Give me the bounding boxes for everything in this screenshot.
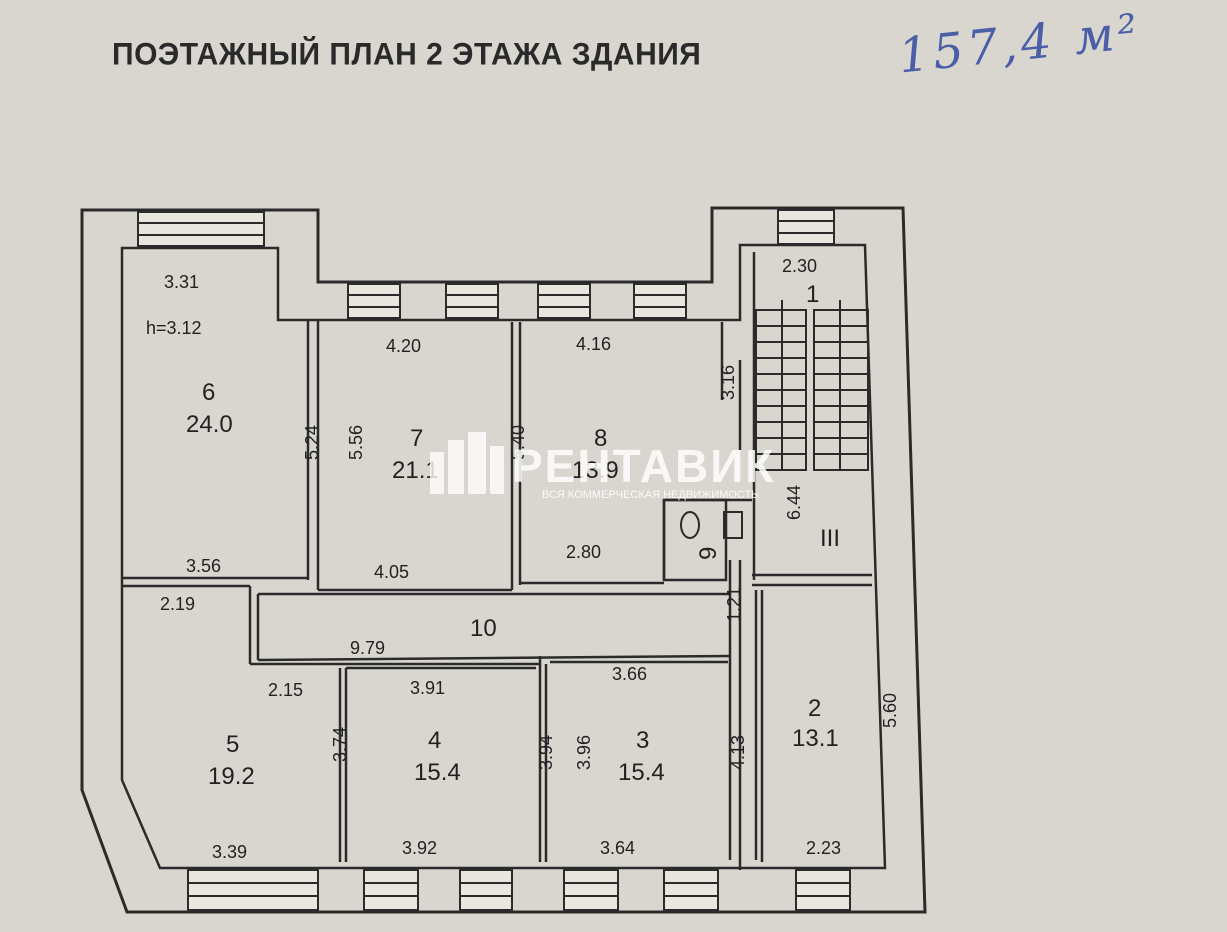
- room-number-7: 7: [410, 425, 423, 452]
- window: [445, 283, 499, 319]
- room-number-1: 1: [806, 281, 819, 308]
- watermark-brand: РЕНТАВИК: [512, 440, 775, 492]
- dim-4.20: 4.20: [386, 336, 421, 356]
- window: [459, 869, 513, 911]
- dim-3.91: 3.91: [410, 678, 445, 698]
- bathroom-fixtures: [680, 511, 743, 539]
- watermark: РЕНТАВИК ВСЯ КОММЕРЧЕСКАЯ НЕДВИЖИМОСТЬ: [430, 432, 775, 501]
- dim-9.79: 9.79: [350, 638, 385, 658]
- dim-3.64: 3.64: [600, 838, 635, 858]
- dim-3.39: 3.39: [212, 842, 247, 862]
- window: [187, 869, 319, 911]
- dim-4.05: 4.05: [374, 562, 409, 582]
- room-number-3: 3: [636, 727, 649, 754]
- dim-3.66: 3.66: [612, 664, 647, 684]
- room-number-8: 8: [594, 425, 607, 452]
- dim-4.13: 4.13: [728, 735, 748, 770]
- dim-3.56: 3.56: [186, 556, 221, 576]
- window: [663, 869, 719, 911]
- room-number-9: 9: [695, 547, 722, 560]
- room-number-5: 5: [226, 731, 239, 758]
- room-number-10: 10: [470, 615, 497, 642]
- dim-2.80: 2.80: [566, 542, 601, 562]
- dim-6.44: 6.44: [784, 485, 804, 520]
- room-area-8: 13.9: [572, 457, 619, 484]
- room-area-4: 15.4: [414, 759, 461, 786]
- room-number-4: 4: [428, 727, 441, 754]
- window: [795, 869, 851, 911]
- building-logo-icon: [430, 432, 504, 494]
- outer-wall: [80, 206, 927, 914]
- dim-1.21: 1.21: [724, 587, 744, 622]
- watermark-tagline: ВСЯ КОММЕРЧЕСКАЯ НЕДВИЖИМОСТЬ: [542, 489, 758, 501]
- dim-3.74: 3.74: [330, 727, 350, 762]
- sink-icon: [723, 511, 743, 539]
- room-area-6: 24.0: [186, 411, 233, 438]
- window: [563, 869, 619, 911]
- dim-2.23: 2.23: [806, 838, 841, 858]
- room-number-6: 6: [202, 379, 215, 406]
- dim-3.96: 3.96: [574, 735, 594, 770]
- window: [363, 869, 419, 911]
- room-number-2: 2: [808, 695, 821, 722]
- dim-5.60: 5.60: [880, 693, 900, 728]
- dim-5.24: 5.24: [302, 425, 322, 460]
- plan-title: ПОЭТАЖНЫЙ ПЛАН 2 ЭТАЖА ЗДАНИЯ: [112, 37, 702, 72]
- ceiling-height: h=3.12: [146, 318, 202, 338]
- windows: [137, 209, 851, 911]
- window: [537, 283, 591, 319]
- dim-2.15: 2.15: [268, 680, 303, 700]
- room-area-5: 19.2: [208, 763, 255, 790]
- dim-5.40: 5.40: [508, 425, 528, 460]
- toilet-icon: [680, 511, 700, 539]
- partitions: [122, 252, 872, 870]
- dim-3.94: 3.94: [536, 735, 556, 770]
- dim-2.30: 2.30: [782, 256, 817, 276]
- room-area-3: 15.4: [618, 759, 665, 786]
- dim-4.16: 4.16: [576, 334, 611, 354]
- dim-3.16: 3.16: [718, 365, 738, 400]
- dim-5.56: 5.56: [346, 425, 366, 460]
- dim-3.31: 3.31: [164, 272, 199, 292]
- dim-2.19: 2.19: [160, 594, 195, 614]
- window: [347, 283, 401, 319]
- room-number-III: III: [820, 525, 840, 552]
- staircase: [755, 300, 869, 471]
- window: [777, 209, 835, 245]
- window: [633, 283, 687, 319]
- dim-3.92: 3.92: [402, 838, 437, 858]
- window: [137, 211, 265, 247]
- room-area-2: 13.1: [792, 725, 839, 752]
